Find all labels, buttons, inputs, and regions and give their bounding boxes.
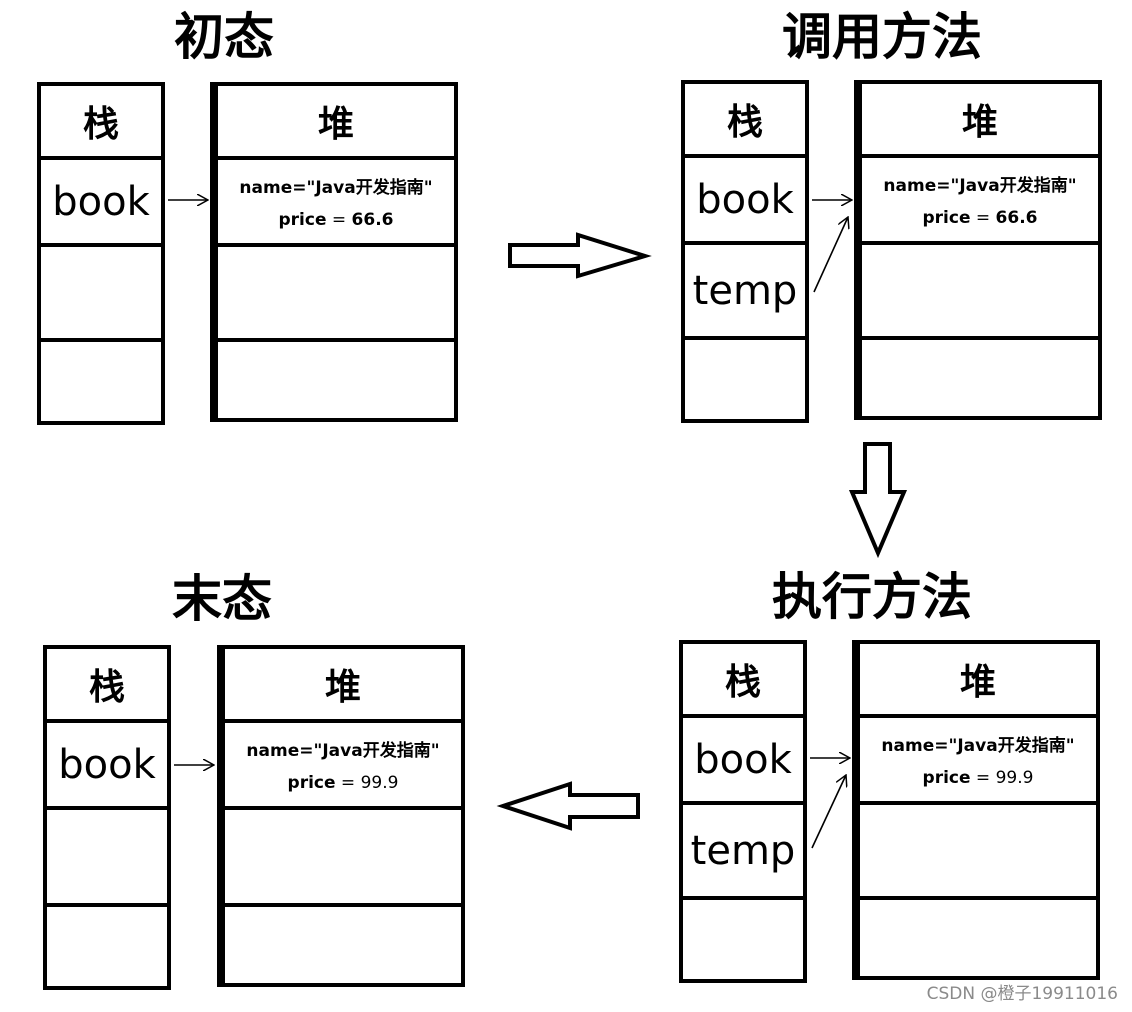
stack-empty-cell <box>683 896 803 979</box>
pointer-arrow-temp <box>813 217 848 293</box>
transition-arrow-right <box>508 232 652 279</box>
object-name-field: name="Java开发指南" <box>239 178 433 198</box>
stack-var-book: book <box>685 154 805 241</box>
heap-column-call: 堆 name="Java开发指南" price = 66.6 <box>854 80 1102 420</box>
price-value: 99.9 <box>360 773 399 793</box>
price-key: price <box>287 773 336 793</box>
stack-header: 栈 <box>82 104 119 145</box>
stack-empty-cell <box>47 806 167 903</box>
state-title-execute: 执行方法 <box>772 568 972 626</box>
heap-column-final: 堆 name="Java开发指南" price = 99.9 <box>217 645 465 987</box>
stack-var-temp: temp <box>683 801 803 896</box>
heap-object: name="Java开发指南" price = 99.9 <box>225 719 461 806</box>
heap-empty-cell <box>225 806 461 903</box>
transition-arrow-left <box>496 781 640 831</box>
heap-column-execute: 堆 name="Java开发指南" price = 99.9 <box>852 640 1100 980</box>
stack-var-book: book <box>47 719 167 806</box>
heap-object: name="Java开发指南" price = 66.6 <box>218 156 454 243</box>
price-eq: = <box>326 210 352 230</box>
heap-header: 堆 <box>324 667 361 708</box>
heap-object: name="Java开发指南" price = 99.9 <box>860 714 1096 801</box>
price-eq: = <box>970 768 996 788</box>
heap-empty-cell <box>218 338 454 418</box>
heap-empty-cell <box>860 801 1096 896</box>
object-price-field: price = 66.6 <box>278 210 393 230</box>
stack-header: 栈 <box>726 102 763 143</box>
stack-column-call: 栈 book temp <box>681 80 809 423</box>
state-title-initial: 初态 <box>174 8 274 66</box>
stack-column-final: 栈 book <box>43 645 171 990</box>
stack-empty-cell <box>41 338 161 421</box>
stack-empty-cell <box>41 243 161 338</box>
stack-var-book: book <box>683 714 803 801</box>
transition-arrow-down <box>848 442 908 559</box>
heap-empty-cell <box>860 896 1096 976</box>
watermark: CSDN @橙子19911016 <box>926 984 1118 1004</box>
price-value: 99.9 <box>995 768 1034 788</box>
object-name-field: name="Java开发指南" <box>246 741 440 761</box>
heap-header: 堆 <box>959 662 996 703</box>
stack-empty-cell <box>47 903 167 986</box>
object-name-field: name="Java开发指南" <box>883 176 1077 196</box>
price-eq: = <box>970 208 996 228</box>
heap-column-initial: 堆 name="Java开发指南" price = 66.6 <box>210 82 458 422</box>
stack-header: 栈 <box>88 667 125 708</box>
state-title-call: 调用方法 <box>782 8 982 66</box>
object-price-field: price = 66.6 <box>922 208 1037 228</box>
heap-header: 堆 <box>961 102 998 143</box>
object-price-field: price = 99.9 <box>288 773 399 793</box>
heap-empty-cell <box>862 336 1098 416</box>
price-key: price <box>922 768 971 788</box>
stack-header: 栈 <box>724 662 761 703</box>
stack-var-temp: temp <box>685 241 805 336</box>
stack-var-book: book <box>41 156 161 243</box>
price-value: 66.6 <box>351 210 394 230</box>
heap-header: 堆 <box>317 104 354 145</box>
object-name-field: name="Java开发指南" <box>881 736 1075 756</box>
stack-column-execute: 栈 book temp <box>679 640 807 983</box>
price-key: price <box>278 210 327 230</box>
heap-empty-cell <box>218 243 454 338</box>
stack-empty-cell <box>685 336 805 419</box>
heap-object: name="Java开发指南" price = 66.6 <box>862 154 1098 241</box>
stack-column-initial: 栈 book <box>37 82 165 425</box>
heap-empty-cell <box>225 903 461 983</box>
price-eq: = <box>335 773 361 793</box>
state-title-final: 末态 <box>172 570 272 628</box>
price-key: price <box>922 208 971 228</box>
pointer-arrow-temp <box>811 775 846 849</box>
heap-empty-cell <box>862 241 1098 336</box>
object-price-field: price = 99.9 <box>923 768 1034 788</box>
price-value: 66.6 <box>995 208 1038 228</box>
